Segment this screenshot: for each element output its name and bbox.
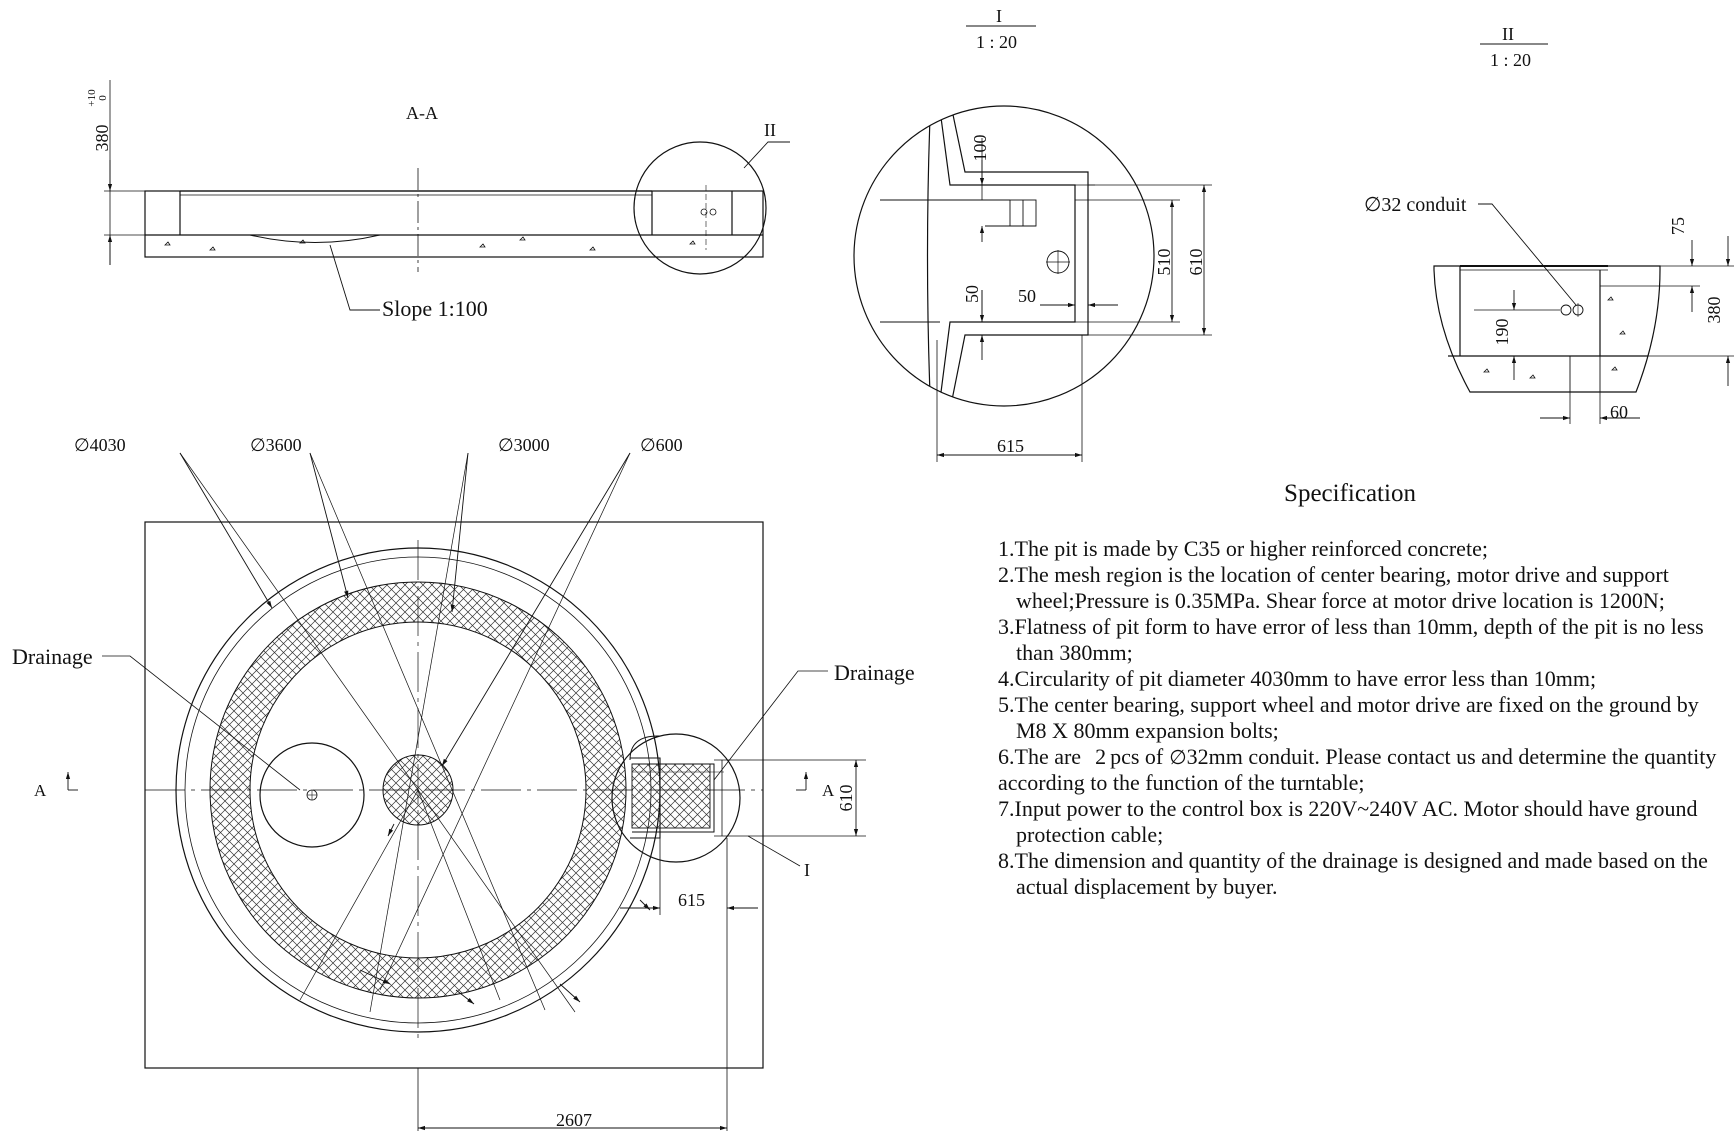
section-a-a-title: A-A — [406, 103, 438, 123]
detail-ii-conduit-label: ∅32 conduit — [1364, 194, 1467, 216]
detail-ii-dim-60: 60 — [1610, 402, 1628, 422]
plan-diameter-4030: ∅4030 — [74, 435, 126, 455]
spec-item-1: 1.The pit is made by C35 or higher reinf… — [998, 536, 1488, 561]
plan-dim-2607: 2607 — [556, 1110, 592, 1130]
plan-diameter-3000: ∅3000 — [498, 435, 550, 455]
detail-ii-dim-75: 75 — [1668, 217, 1688, 235]
detail-i-dim-100: 100 — [970, 135, 990, 162]
spec-item-8: 8.The dimension and quantity of the drai… — [998, 848, 1708, 899]
detail-i-dim-610: 610 — [1186, 249, 1206, 276]
slope-label: Slope 1:100 — [382, 296, 488, 321]
plan-section-marker-right: A — [822, 781, 835, 800]
plan-drainage-left: Drainage — [12, 644, 93, 669]
spec-item-6-rest: 32mm conduit. Please contact us and dete… — [998, 744, 1717, 795]
detail-i-dim-50-vertical: 50 — [962, 285, 982, 303]
spec-item-7: 7.Input power to the control box is 220V… — [998, 796, 1698, 847]
detail-ii-ref: II — [1502, 24, 1514, 44]
section-depth-label: 380 — [92, 125, 112, 152]
plan-drainage-right: Drainage — [834, 660, 915, 685]
plan-dim-610: 610 — [836, 785, 856, 812]
spec-item-6-qty: 2 — [1095, 744, 1107, 769]
spec-item-6-mid: pcs of — [1110, 744, 1164, 769]
detail-i-scale: 1 : 20 — [976, 32, 1017, 52]
detail-i-dim-510: 510 — [1154, 249, 1174, 276]
plan-view — [65, 452, 866, 1131]
plan-detail-ref: I — [804, 860, 810, 880]
spec-item-4: 4.Circularity of pit diameter 4030mm to … — [998, 666, 1597, 691]
detail-ii — [1433, 43, 1734, 424]
section-a-a — [104, 80, 790, 311]
section-detail-ref: II — [764, 120, 776, 140]
specification-list: 1.The pit is made by C35 or higher reinf… — [998, 536, 1718, 900]
spec-item-6-prefix: 6.The are — [998, 744, 1082, 769]
section-tolerance-upper: +10 — [86, 89, 98, 107]
diameter-icon: ∅ — [1169, 745, 1187, 769]
specification-title: Specification — [1284, 480, 1416, 507]
detail-ii-scale: 1 : 20 — [1490, 50, 1531, 70]
section-tolerance-lower: 0 — [97, 95, 109, 101]
spec-item-3: 3.Flatness of pit form to have error of … — [998, 614, 1704, 665]
detail-i-ref: I — [996, 6, 1002, 26]
detail-i — [853, 25, 1212, 462]
detail-ii-dim-380: 380 — [1704, 297, 1724, 324]
detail-ii-dim-190: 190 — [1492, 319, 1512, 346]
spec-item-2: 2.The mesh region is the location of cen… — [998, 562, 1669, 613]
detail-i-dim-615: 615 — [997, 436, 1024, 456]
spec-item-5: 5.The center bearing, support wheel and … — [998, 692, 1699, 743]
detail-i-dim-50-horizontal: 50 — [1018, 286, 1036, 306]
plan-diameter-600: ∅600 — [640, 435, 683, 455]
plan-diameter-3600: ∅3600 — [250, 435, 302, 455]
plan-dim-615: 615 — [678, 890, 705, 910]
plan-section-marker-left: A — [34, 781, 47, 800]
